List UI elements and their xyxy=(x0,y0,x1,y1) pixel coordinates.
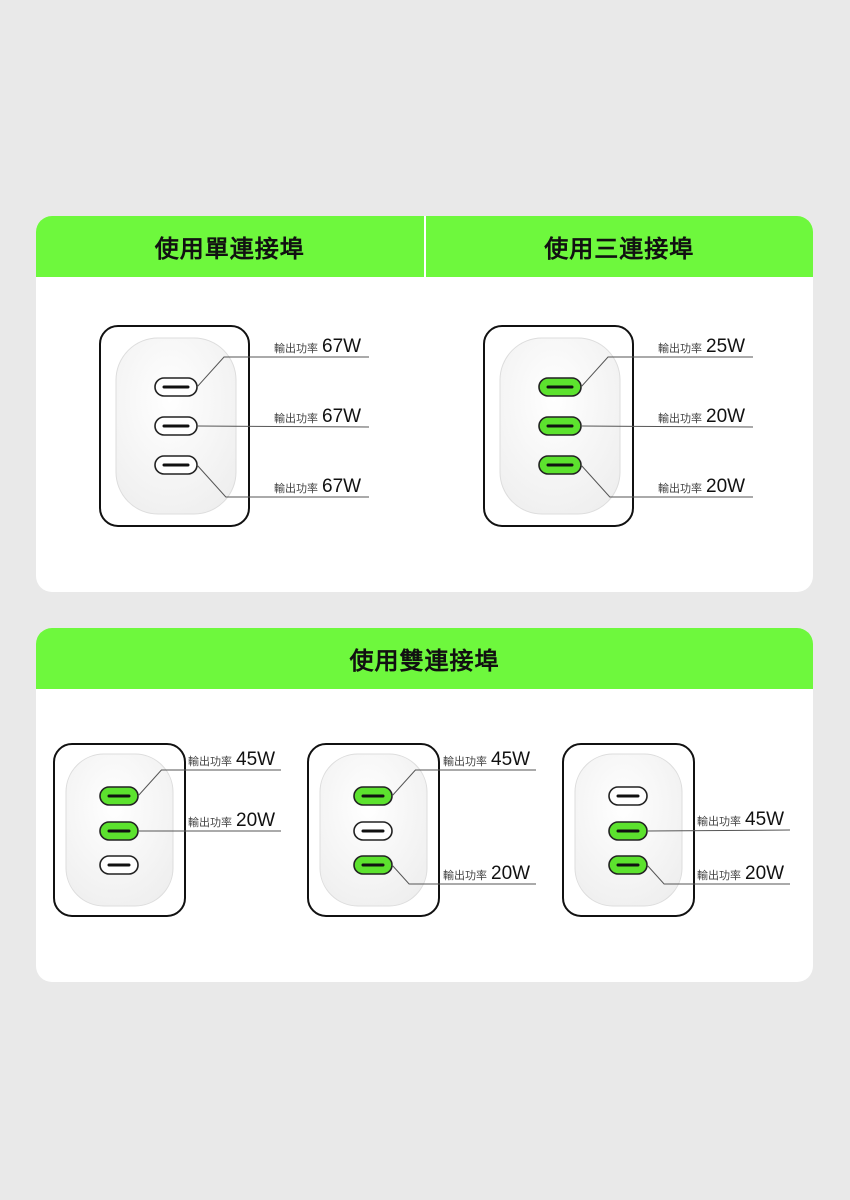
leader-line xyxy=(391,769,536,797)
header-single-port: 使用單連接埠 xyxy=(154,235,305,263)
usb-c-port-active xyxy=(99,786,139,806)
leader-line xyxy=(137,769,281,797)
usb-c-port-active xyxy=(353,855,393,875)
output-power-label: 輸出功率 xyxy=(658,341,702,355)
output-power-value: 67W xyxy=(322,476,361,497)
leader-line xyxy=(646,864,790,885)
leader-line xyxy=(391,864,536,885)
usb-c-port-idle xyxy=(353,821,393,841)
usb-c-port-idle xyxy=(608,786,648,806)
output-power-label: 輸出功率 xyxy=(697,814,741,828)
output-power-value: 67W xyxy=(322,336,361,357)
output-power-value: 20W xyxy=(236,810,275,831)
header-divider xyxy=(423,216,426,277)
single-and-triple-port-panel: 使用單連接埠 使用三連接埠 輸出功率 67W 輸出功率 67W 輸出功率 67W 輸出功率 2… xyxy=(36,216,813,592)
charger-diagrams-bottom: 輸出功率 45W 輸出功率 20W 輸出功率 45W 輸出功率 20W 輸出功率 45W 輸出功率 2… xyxy=(53,743,791,917)
charger-dual-port-a: 輸出功率 45W 輸出功率 20W xyxy=(53,743,281,917)
usb-c-port-idle xyxy=(154,416,198,436)
usb-c-port-active xyxy=(538,377,582,397)
usb-c-port-idle xyxy=(154,377,198,397)
charger-dual-port-b: 輸出功率 45W 輸出功率 20W xyxy=(307,743,536,917)
dual-port-panel: 使用雙連接埠 輸出功率 45W 輸出功率 20W 輸出功率 45W 輸出功率 20W 輸出功率 4… xyxy=(36,628,813,982)
panel-header: 使用雙連接埠 xyxy=(36,628,813,689)
output-power-value: 45W xyxy=(491,749,530,770)
usb-c-port-active xyxy=(538,416,582,436)
output-power-label: 輸出功率 xyxy=(274,481,318,495)
leader-line xyxy=(580,356,753,388)
usb-c-port-idle xyxy=(154,455,198,475)
output-power-value: 20W xyxy=(745,863,784,884)
panel-header: 使用單連接埠 使用三連接埠 xyxy=(36,216,813,277)
usb-c-port-idle xyxy=(99,855,139,875)
leader-line xyxy=(196,464,369,498)
output-power-label: 輸出功率 xyxy=(443,868,487,882)
leader-line xyxy=(646,829,791,832)
output-power-value: 67W xyxy=(322,406,361,427)
output-power-value: 45W xyxy=(236,749,275,770)
usb-c-port-active xyxy=(99,821,139,841)
leader-line xyxy=(196,425,370,428)
output-power-value: 20W xyxy=(491,863,530,884)
output-power-label: 輸出功率 xyxy=(697,868,741,882)
header-three-port: 使用三連接埠 xyxy=(544,235,695,263)
output-power-label: 輸出功率 xyxy=(658,411,702,425)
usb-c-port-active xyxy=(608,855,648,875)
charger-dual-port-c: 輸出功率 45W 輸出功率 20W xyxy=(562,743,791,917)
output-power-value: 20W xyxy=(706,406,745,427)
output-power-label: 輸出功率 xyxy=(274,341,318,355)
output-power-label: 輸出功率 xyxy=(188,815,232,829)
usb-c-port-active xyxy=(353,786,393,806)
output-power-label: 輸出功率 xyxy=(274,411,318,425)
leader-line xyxy=(196,356,369,388)
leader-line xyxy=(580,464,753,498)
leader-line xyxy=(580,425,754,428)
usb-c-port-active xyxy=(538,455,582,475)
charger-single-port: 輸出功率 67W 輸出功率 67W 輸出功率 67W xyxy=(99,325,370,527)
output-power-value: 45W xyxy=(745,809,784,830)
charger-three-port: 輸出功率 25W 輸出功率 20W 輸出功率 20W xyxy=(483,325,754,527)
output-power-value: 20W xyxy=(706,476,745,497)
output-power-value: 25W xyxy=(706,336,745,357)
output-power-label: 輸出功率 xyxy=(443,754,487,768)
charger-diagrams-top: 輸出功率 67W 輸出功率 67W 輸出功率 67W 輸出功率 25W 輸出功率 20W 輸出功率 2… xyxy=(99,325,754,527)
header-dual-port: 使用雙連接埠 xyxy=(349,647,500,675)
output-power-label: 輸出功率 xyxy=(188,754,232,768)
usb-c-port-active xyxy=(608,821,648,841)
output-power-label: 輸出功率 xyxy=(658,481,702,495)
